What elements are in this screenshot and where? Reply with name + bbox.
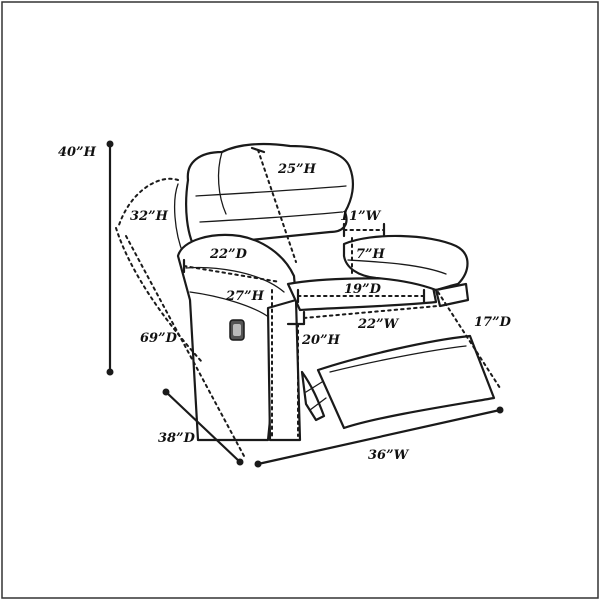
label-back-height: 25”H: [277, 162, 317, 177]
dimension-lines: [106, 140, 504, 468]
footrest: [316, 334, 496, 430]
label-headrest-arc: 32”H: [130, 209, 169, 224]
footrest-mechanism: [300, 370, 326, 422]
recliner-chair-illustration: [174, 142, 496, 442]
footrest-depth-line: [437, 291, 501, 389]
overall-depth-line: [164, 390, 242, 464]
reclined-depth-line: [125, 235, 245, 457]
label-footrest-depth: 17”D: [474, 315, 512, 330]
headrest-arc: [117, 177, 179, 229]
label-overall-width: 36”W: [368, 448, 410, 463]
label-side-height: 27”H: [225, 289, 265, 304]
label-arm-width: 11”W: [340, 209, 382, 224]
left-front-panel: [266, 298, 302, 442]
label-arm-depth: 22”D: [209, 247, 248, 262]
label-seat-width: 22”W: [357, 317, 400, 332]
overall-width-line: [256, 408, 502, 466]
label-reclined-depth: 69”D: [140, 331, 178, 346]
label-seat-depth: 19”D: [344, 282, 382, 297]
back-height-line: [257, 149, 297, 263]
seat-width-line: [303, 305, 439, 319]
right-arm-side: [434, 282, 470, 308]
dimension-labels: 40”H 25”H 11”W 32”H 22”D 7”H 27”H 19”D 6…: [58, 145, 512, 463]
recline-lever-icon: [229, 319, 245, 341]
right-arm: [342, 234, 469, 292]
seat-cushion: [286, 277, 438, 312]
label-overall-depth: 38”D: [158, 431, 196, 446]
label-arm-height: 7”H: [356, 247, 386, 262]
label-seat-height: 20”H: [301, 333, 341, 348]
arm-depth-line: [183, 265, 281, 283]
label-height-total: 40”H: [58, 145, 97, 160]
